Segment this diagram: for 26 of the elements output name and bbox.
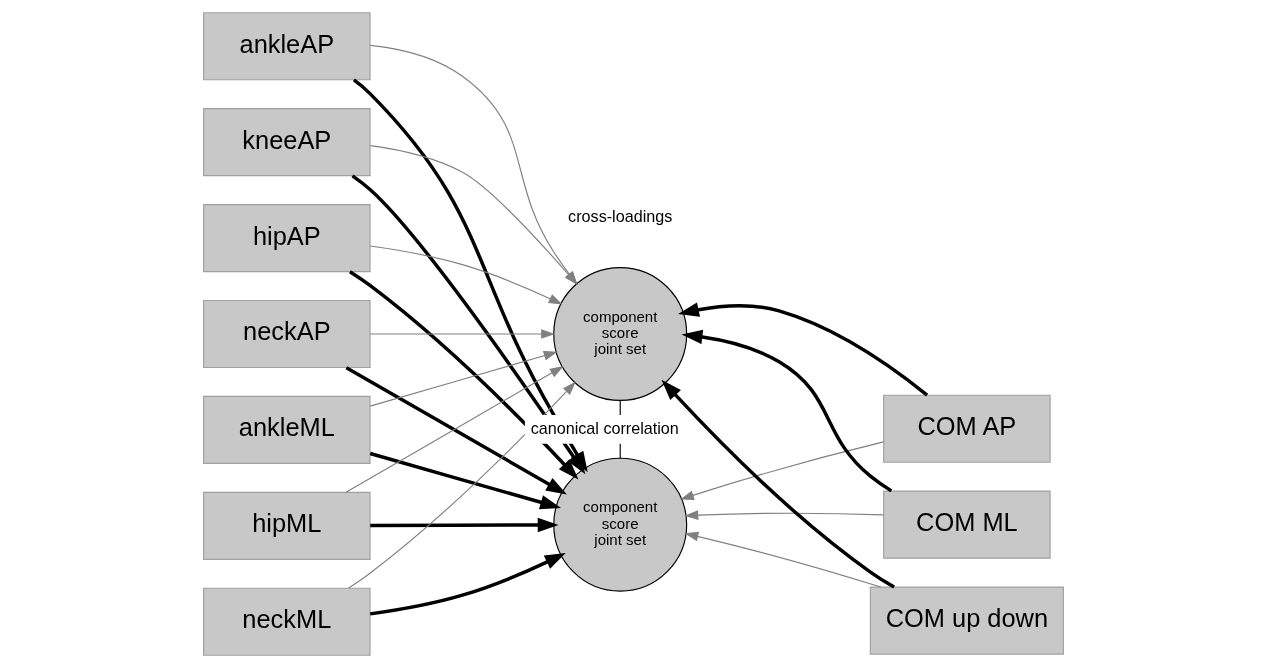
arrow [683,531,881,588]
arrow [369,553,566,616]
node-box: neckML [202,587,371,656]
arrow [369,245,563,305]
label: cross-loadings [567,206,672,225]
arrow [369,451,561,510]
node-box: ankleAP [202,12,371,81]
arrow [661,379,895,589]
node-box: neckAP [202,299,371,369]
node-box: COM AP [882,394,1051,463]
node-box: hipAP [202,204,371,273]
edge-label: canonical correlation [530,419,679,438]
arrow [369,329,555,339]
arrow [369,517,559,533]
arrow [681,329,892,493]
arrow [350,174,585,475]
arrow [347,381,576,589]
node-box: ankleML [202,395,371,464]
node-box: COM up down [869,586,1064,655]
arrow [369,351,558,407]
node-box: kneeAP [202,108,371,177]
arrow [679,441,884,500]
arrow [683,510,884,520]
node-box: hipML [202,491,371,560]
arrow [677,302,928,397]
node-box: COM ML [882,490,1051,559]
